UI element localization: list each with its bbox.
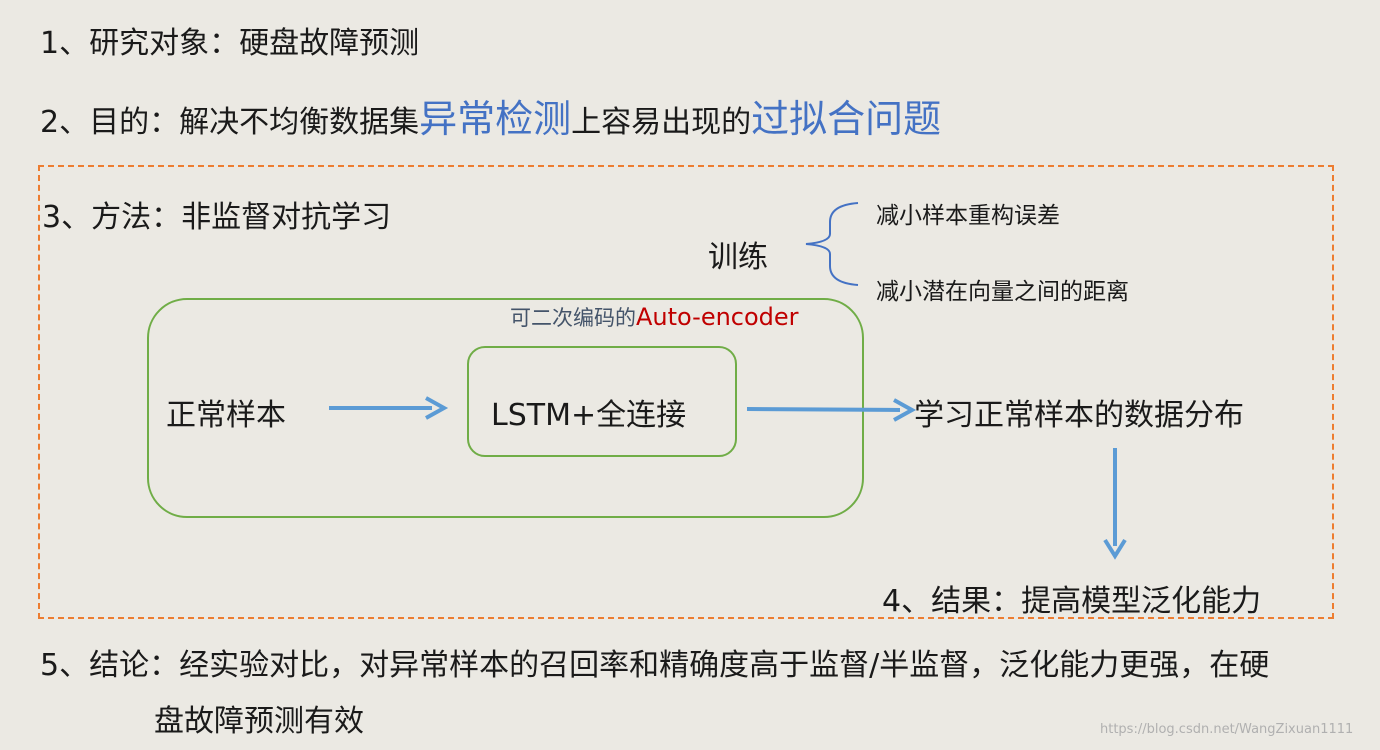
goal-line: 2、目的：解决不均衡数据集异常检测上容易出现的过拟合问题 — [40, 88, 941, 143]
autoencoder-prefix: 可二次编码的 — [510, 306, 636, 330]
autoencoder-title: 可二次编码的Auto-encoder — [510, 302, 799, 332]
goal-prefix: 2、目的：解决不均衡数据集 — [40, 105, 420, 140]
training-item-reconstruction: 减小样本重构误差 — [876, 203, 1060, 229]
input-normal-samples: 正常样本 — [166, 398, 286, 433]
arrow-model-to-output — [746, 398, 917, 422]
conclusion-line-1: 5、结论：经实验对比，对异常样本的召回率和精确度高于监督/半监督，泛化能力更强，… — [40, 648, 1270, 683]
lstm-box — [467, 346, 737, 457]
arrow-output-to-result — [1103, 448, 1127, 560]
method-line: 3、方法：非监督对抗学习 — [42, 200, 392, 235]
goal-highlight-overfitting: 过拟合问题 — [751, 97, 942, 141]
training-brace — [805, 202, 859, 286]
training-item-latent: 减小潜在向量之间的距离 — [876, 279, 1129, 305]
goal-middle: 上容易出现的 — [571, 105, 752, 140]
goal-highlight-anomaly-detection: 异常检测 — [419, 97, 572, 141]
arrow-input-to-model — [329, 396, 449, 420]
research-object-line: 1、研究对象：硬盘故障预测 — [40, 26, 420, 61]
training-label: 训练 — [708, 240, 768, 275]
watermark: https://blog.csdn.net/WangZixuan1111 — [1100, 722, 1354, 737]
model-lstm-fc: LSTM+全连接 — [491, 398, 687, 433]
autoencoder-name: Auto-encoder — [636, 303, 799, 331]
method-dashed-frame — [38, 165, 1334, 619]
brace-path — [805, 202, 859, 286]
conclusion-line-2: 盘故障预测有效 — [154, 704, 364, 739]
result-line: 4、结果：提高模型泛化能力 — [882, 584, 1262, 619]
output-learn-distribution: 学习正常样本的数据分布 — [914, 398, 1244, 433]
